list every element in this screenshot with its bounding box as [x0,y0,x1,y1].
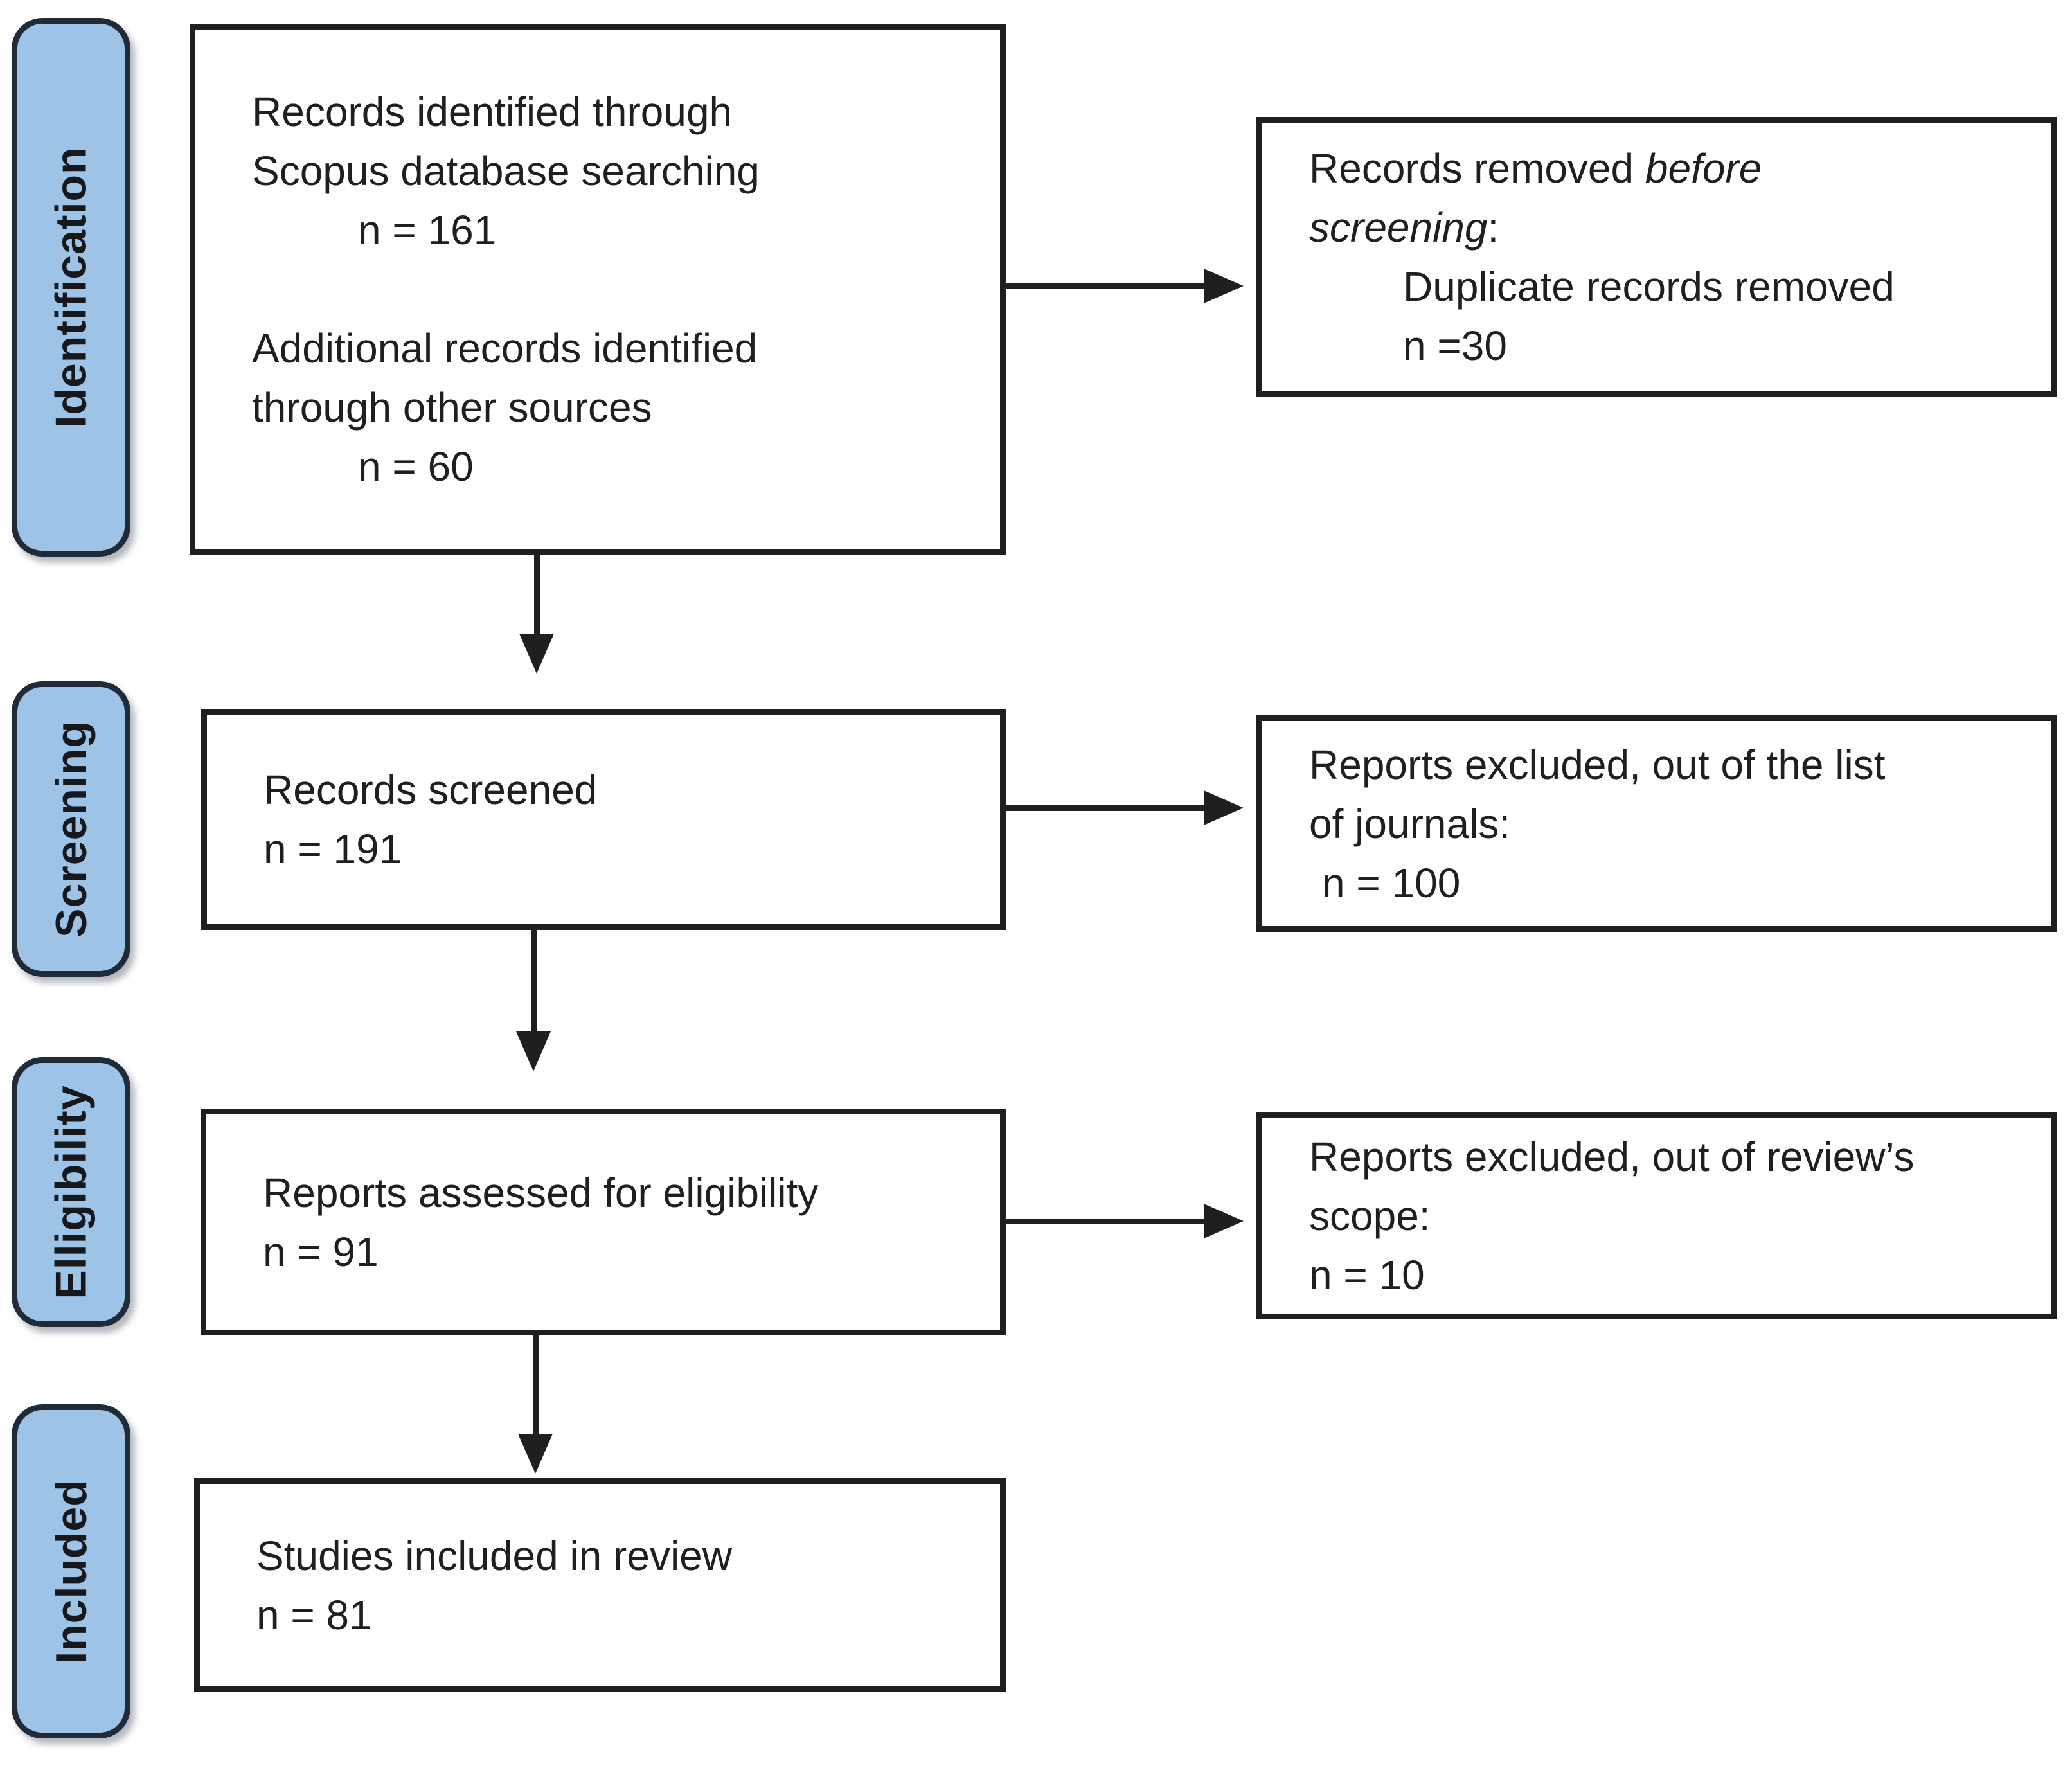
arrow-assessed-to-excluded-scope [1006,1204,1244,1238]
arrow-screened-to-assessed [516,930,551,1071]
box-text-line: Reports excluded, out of the list [1309,741,1886,788]
box-count: n = 60 [358,443,474,490]
box-records-removed-before-screening: Records removed before screening: Duplic… [1256,117,2057,397]
box-records-identified: Records identified through Scopus databa… [190,24,1006,555]
arrow-identified-to-removed [1006,269,1244,303]
stage-label-included-text: Included [46,1479,96,1664]
box-records-screened: Records screened n = 191 [201,709,1006,930]
box-reports-assessed: Reports assessed for eligibility n = 91 [201,1109,1006,1335]
box-studies-included: Studies included in review n = 81 [194,1478,1006,1692]
box-count: n = 10 [1309,1251,1425,1298]
box-reports-excluded-scope: Reports excluded, out of review’s scope:… [1256,1112,2057,1319]
arrow-screened-to-excluded-journals [1006,790,1244,825]
arrow-shaft [1006,283,1208,289]
box-text-line: Records identified through [252,89,733,135]
arrow-shaft [530,930,537,1035]
box-text-line: of journals: [1309,800,1511,847]
box-text-line: Duplicate records removed [1403,263,1895,310]
box-text-segment-italic: screening [1309,204,1488,251]
arrow-head-right-icon [1204,790,1244,825]
box-text-line: screening: [1309,198,2038,257]
box-text-segment: Records removed [1309,145,1645,192]
box-text-line: Scopus database searching [252,148,760,194]
stage-label-identification: Identification [12,18,130,557]
arrow-head-down-icon [518,1434,553,1474]
stage-label-screening-text: Screening [46,720,96,938]
box-text-line: Studies included in review [256,1532,732,1579]
box-text-line: through other sources [252,384,652,431]
stage-label-eligibility: Elligibility [12,1057,130,1327]
box-text-line: Additional records identified [252,325,758,371]
arrow-head-down-icon [516,1031,551,1071]
box-text-line: Reports excluded, out of review’s [1309,1133,1915,1180]
arrow-head-right-icon [1204,269,1244,303]
box-text-line: Records screened [263,767,598,813]
stage-label-screening: Screening [12,681,130,977]
box-text-line: Reports assessed for eligibility [263,1169,819,1216]
box-count: n = 81 [256,1591,372,1638]
box-count: n = 91 [263,1228,379,1275]
arrow-shaft [533,555,540,637]
arrow-identified-to-screened [519,555,554,674]
stage-label-identification-text: Identification [46,147,96,428]
arrow-shaft [1006,1218,1208,1224]
box-text-segment: : [1487,204,1499,251]
box-count: n = 161 [358,207,497,253]
arrow-assessed-to-included [518,1335,553,1474]
stage-label-eligibility-text: Elligibility [46,1085,96,1299]
box-text-segment-italic: before [1645,145,1762,192]
box-count: n =30 [1403,323,1507,369]
box-count: n = 191 [263,826,402,872]
box-count: n = 100 [1322,859,1461,906]
box-text-line: scope: [1309,1192,1431,1239]
stage-label-included: Included [12,1404,130,1738]
paragraph-gap [252,260,987,319]
arrow-shaft [532,1335,539,1437]
arrow-head-down-icon [519,634,554,674]
box-text-line: Records removed before [1309,139,2038,198]
arrow-head-right-icon [1204,1204,1244,1238]
arrow-shaft [1006,805,1208,811]
box-reports-excluded-journals: Reports excluded, out of the list of jou… [1256,715,2057,932]
